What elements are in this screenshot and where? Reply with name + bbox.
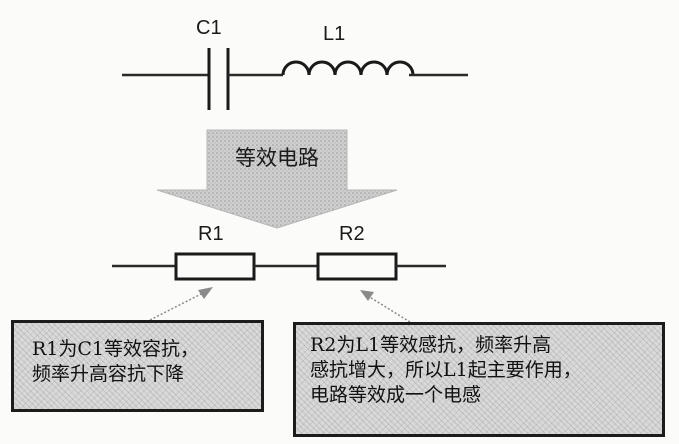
pointer-arrows <box>149 287 411 323</box>
l1-label: L1 <box>323 23 345 45</box>
note-r1: R1为C1等效容抗， 频率升高容抗下降 <box>11 320 264 412</box>
resistor-r2 <box>316 252 398 281</box>
equivalent-rr-circuit: R1 R2 <box>112 223 446 281</box>
pointer-r1-head <box>198 287 213 299</box>
resistor-r1 <box>174 252 256 281</box>
down-arrow-shape <box>156 129 398 229</box>
note-r1-line-2: 频率升高容抗下降 <box>32 363 185 385</box>
pointer-r2-head <box>360 290 374 301</box>
c1-label: C1 <box>196 17 222 39</box>
top-lc-circuit: C1 L1 <box>122 17 468 110</box>
r2-label: R2 <box>339 223 365 245</box>
arrow-label: 等效电路 <box>235 146 319 170</box>
note-r2-line-3: 电路等效成一个电感 <box>310 384 482 406</box>
r1-label: R1 <box>198 223 224 245</box>
equivalent-arrow: 等效电路 <box>156 129 398 229</box>
pointer-r2-line <box>367 295 411 323</box>
pointer-r1-line <box>149 291 206 321</box>
note-r1-line-1: R1为C1等效容抗， <box>32 338 200 360</box>
note-r2-line-1: R2为L1等效感抗，频率升高 <box>310 334 552 356</box>
note-r2: R2为L1等效感抗，频率升高 感抗增大，所以L1起主要作用， 电路等效成一个电感 <box>293 322 665 437</box>
inductor-coil <box>281 60 415 76</box>
note-r2-line-2: 感抗增大，所以L1起主要作用， <box>310 359 582 381</box>
